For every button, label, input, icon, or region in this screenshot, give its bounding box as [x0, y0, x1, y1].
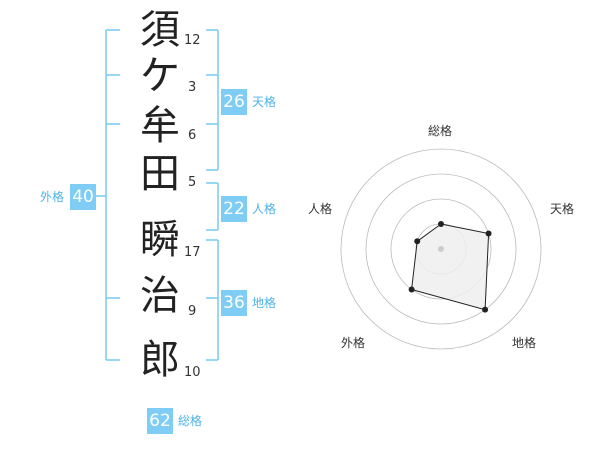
radar-axis-label-tenkaku: 天格 — [550, 202, 575, 216]
radar-value-polygon — [411, 223, 490, 311]
radar-point-2 — [485, 230, 492, 237]
surname-char-1: 須 — [140, 7, 180, 53]
radar-point-1 — [438, 221, 444, 227]
tenkaku-label: 天格 — [252, 95, 277, 109]
radar-axis-label-soukaku: 総格 — [428, 124, 453, 138]
jinkaku-badge: 22 人格 — [221, 196, 276, 222]
tenkaku-badge: 26 天格 — [221, 89, 276, 115]
radar-axis-label-jinkaku: 人格 — [308, 202, 333, 216]
chikaku-label: 地格 — [252, 296, 277, 310]
surname-strokes-3: 6 — [188, 128, 197, 143]
given-char-3: 郎 — [140, 337, 180, 383]
gaikaku-label: 外格 — [40, 190, 65, 204]
given-char-2: 治 — [140, 273, 180, 319]
gaikaku-value: 40 — [70, 184, 97, 210]
gaikaku-badge: 外格 40 — [40, 184, 97, 210]
given-char-1: 瞬 — [140, 217, 180, 263]
radar-center-dot — [438, 246, 444, 252]
surname-char-2: ケ — [140, 53, 180, 99]
radar-point-5 — [414, 238, 421, 245]
jinkaku-label: 人格 — [252, 202, 277, 216]
radar-point-3 — [482, 306, 489, 313]
radar-ring-3 — [365, 173, 517, 325]
given-strokes-3: 10 — [184, 365, 201, 380]
surname-strokes-1: 12 — [184, 33, 201, 48]
surname-char-4: 田 — [140, 151, 180, 197]
given-strokes-1: 17 — [184, 245, 201, 260]
radar-ring-2 — [390, 198, 492, 300]
soukaku-badge: 62 総格 — [147, 408, 202, 434]
soukaku-value: 62 — [147, 408, 173, 434]
soukaku-label: 総格 — [178, 414, 203, 428]
radar-axis-label-gaikaku: 外格 — [341, 336, 366, 350]
given-strokes-2: 9 — [188, 304, 197, 319]
surname-strokes-4: 5 — [188, 175, 197, 190]
chikaku-badge: 36 地格 — [221, 290, 276, 316]
jinkaku-value: 22 — [221, 196, 247, 222]
surname-char-3: 牟 — [140, 103, 180, 149]
radar-axis-label-chikaku: 地格 — [512, 336, 537, 350]
chikaku-value: 36 — [221, 290, 247, 316]
radar-point-4 — [408, 286, 415, 293]
radar-ring-4 — [340, 148, 542, 350]
surname-strokes-2: 3 — [188, 80, 197, 95]
tenkaku-value: 26 — [221, 89, 247, 115]
